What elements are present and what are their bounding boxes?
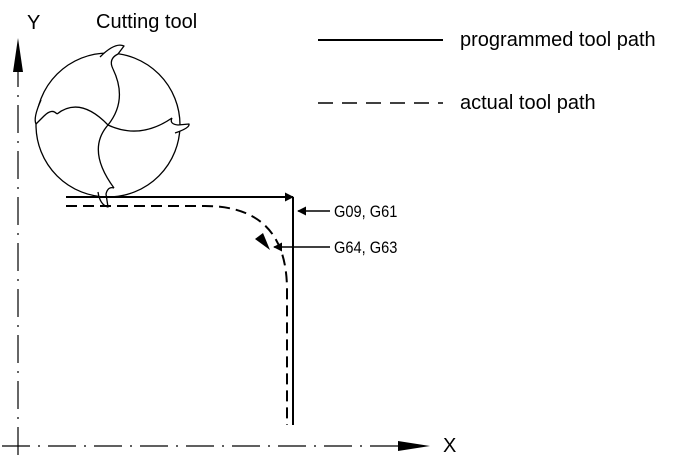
actual-path: [66, 205, 288, 425]
cutting-tool-label: Cutting tool: [96, 11, 198, 33]
end-mill-icon: [34, 44, 190, 208]
legend-actual-label: actual tool path: [460, 92, 596, 114]
actual-path-arrowhead: [255, 233, 270, 250]
y-axis-label: Y: [27, 12, 41, 34]
g09-g61-label: G09, G61: [334, 202, 398, 221]
legend-programmed-label: programmed tool path: [460, 29, 656, 51]
x-axis-arrowhead: [398, 441, 430, 451]
y-axis-arrowhead: [13, 38, 23, 72]
x-axis-label: X: [443, 435, 457, 457]
g64-g63-label: G64, G63: [334, 238, 398, 257]
